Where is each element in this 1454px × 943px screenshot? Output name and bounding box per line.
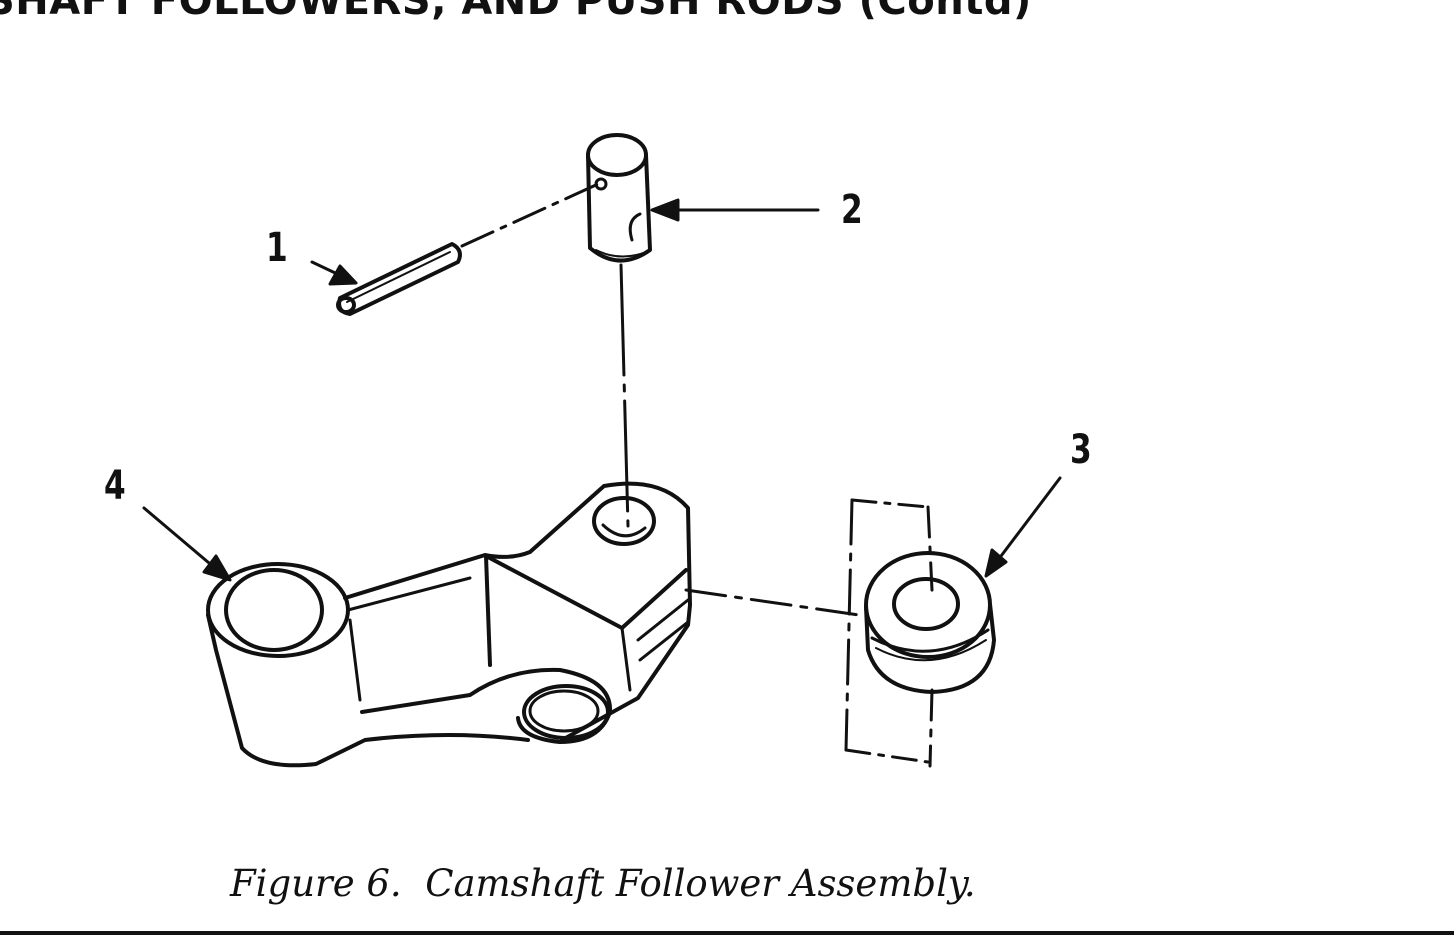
cylinder-part-2 <box>586 133 652 263</box>
bottom-divider <box>0 931 1454 935</box>
figure-caption: Figure 6. Camshaft Follower Assembly. <box>230 862 976 905</box>
callout-label-3: 3 <box>1070 427 1092 473</box>
callout-label-1: 1 <box>266 225 288 271</box>
callout-label-4: 4 <box>104 463 126 509</box>
pin-part-1 <box>336 242 462 316</box>
callout-arrows <box>142 198 1062 582</box>
callout-label-2: 2 <box>841 187 863 233</box>
follower-body-part-4 <box>206 481 692 768</box>
page-heading: SHAFT FOLLOWERS, AND PUSH RODS (Contd) <box>0 0 1032 24</box>
assembly-centerlines <box>460 182 934 768</box>
